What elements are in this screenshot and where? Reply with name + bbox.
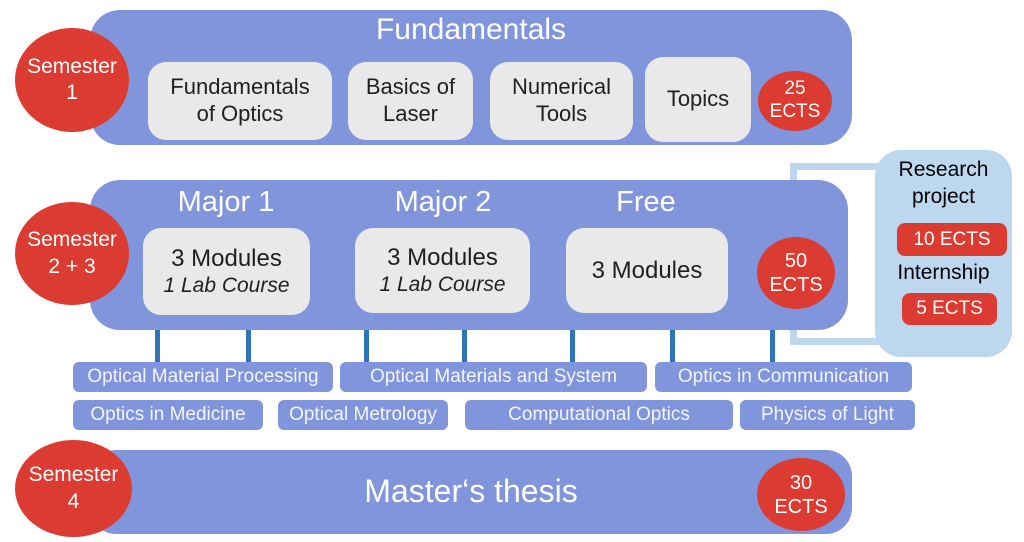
chip-label: Optical Material Processing (87, 366, 319, 387)
module-box-topics: Topics (645, 57, 751, 142)
chip-label: Physics of Light (760, 404, 895, 425)
ects-badge-semester1: 25 ECTS (758, 71, 832, 131)
specialization-chip: Computational Optics (465, 400, 733, 430)
modules-count: 3 Modules (591, 256, 703, 284)
ects-value: 25 (784, 78, 806, 100)
modules-count: 3 Modules (171, 245, 282, 273)
ects-badge-semester23: 50 ECTS (757, 237, 835, 309)
connector-line (246, 330, 251, 363)
connector-line (462, 330, 467, 363)
lab-course: 1 Lab Course (379, 273, 506, 297)
connector-line (770, 330, 775, 363)
ects-unit: ECTS (774, 495, 828, 518)
module-box-major2: 3 Modules 1 Lab Course (355, 228, 530, 313)
chip-label: Optics in Communication (677, 366, 890, 387)
internship-ects-tag: 5 ECTS (902, 293, 997, 325)
specialization-chip: Optics in Communication (655, 362, 912, 392)
chip-label: Optical Metrology (289, 404, 437, 425)
specialization-chip: Optical Metrology (278, 400, 448, 430)
semester-label: Semester (27, 228, 117, 252)
ects-value: 30 (789, 471, 813, 494)
chip-label: Computational Optics (508, 404, 690, 425)
semester-badge-4: Semester 4 (15, 440, 132, 537)
semester-label: Semester (28, 463, 119, 487)
internship-label: Internship (897, 261, 990, 284)
module-label: Numerical Tools (511, 74, 612, 126)
semester-label: Semester (27, 54, 117, 78)
module-label: Basics of Laser (365, 74, 456, 126)
specialization-chip: Physics of Light (740, 400, 915, 430)
semester-number: 1 (66, 81, 78, 104)
free-title: Free (616, 186, 676, 218)
major1-title: Major 1 (177, 186, 275, 218)
ects-value: 50 (784, 250, 808, 272)
modules-count: 3 Modules (387, 244, 498, 272)
masters-thesis-title: Master‘s thesis (364, 473, 578, 509)
connector-line (670, 330, 675, 363)
specialization-chip: Optical Materials and System (340, 362, 647, 392)
chip-label: Optics in Medicine (90, 404, 246, 425)
ects-text: 5 ECTS (916, 298, 983, 319)
semester-badge-2-3: Semester 2 + 3 (15, 202, 129, 305)
module-label: Fundamentals of Optics (170, 74, 310, 126)
connector-line (570, 330, 575, 363)
lab-course: 1 Lab Course (163, 274, 290, 298)
module-label: Topics (666, 86, 730, 112)
specialization-chip: Optical Material Processing (73, 362, 333, 392)
major2-title: Major 2 (394, 186, 492, 218)
semester4-row (90, 450, 852, 534)
module-box-fundamentals-of-optics: Fundamentals of Optics (148, 62, 332, 140)
chip-label: Optical Materials and System (369, 366, 618, 387)
semester-number: 2 + 3 (48, 254, 96, 278)
research-ects-tag: 10 ECTS (897, 223, 1007, 256)
ects-badge-semester4: 30 ECTS (757, 458, 845, 531)
research-project-label: Research project (898, 158, 989, 209)
semester1-title: Fundamentals (375, 13, 567, 46)
connector-line (155, 330, 160, 363)
ects-unit: ECTS (769, 274, 823, 296)
module-box-numerical-tools: Numerical Tools (490, 62, 633, 140)
ects-unit: ECTS (769, 101, 821, 122)
module-box-basics-of-laser: Basics of Laser (348, 62, 473, 140)
semester-number: 4 (67, 489, 80, 513)
semester-badge-1: Semester 1 (15, 28, 129, 132)
ects-text: 10 ECTS (913, 228, 991, 250)
module-box-free: 3 Modules (566, 228, 728, 313)
module-box-major1: 3 Modules 1 Lab Course (143, 228, 310, 315)
connector-line (364, 330, 369, 363)
specialization-chip: Optics in Medicine (73, 400, 263, 430)
